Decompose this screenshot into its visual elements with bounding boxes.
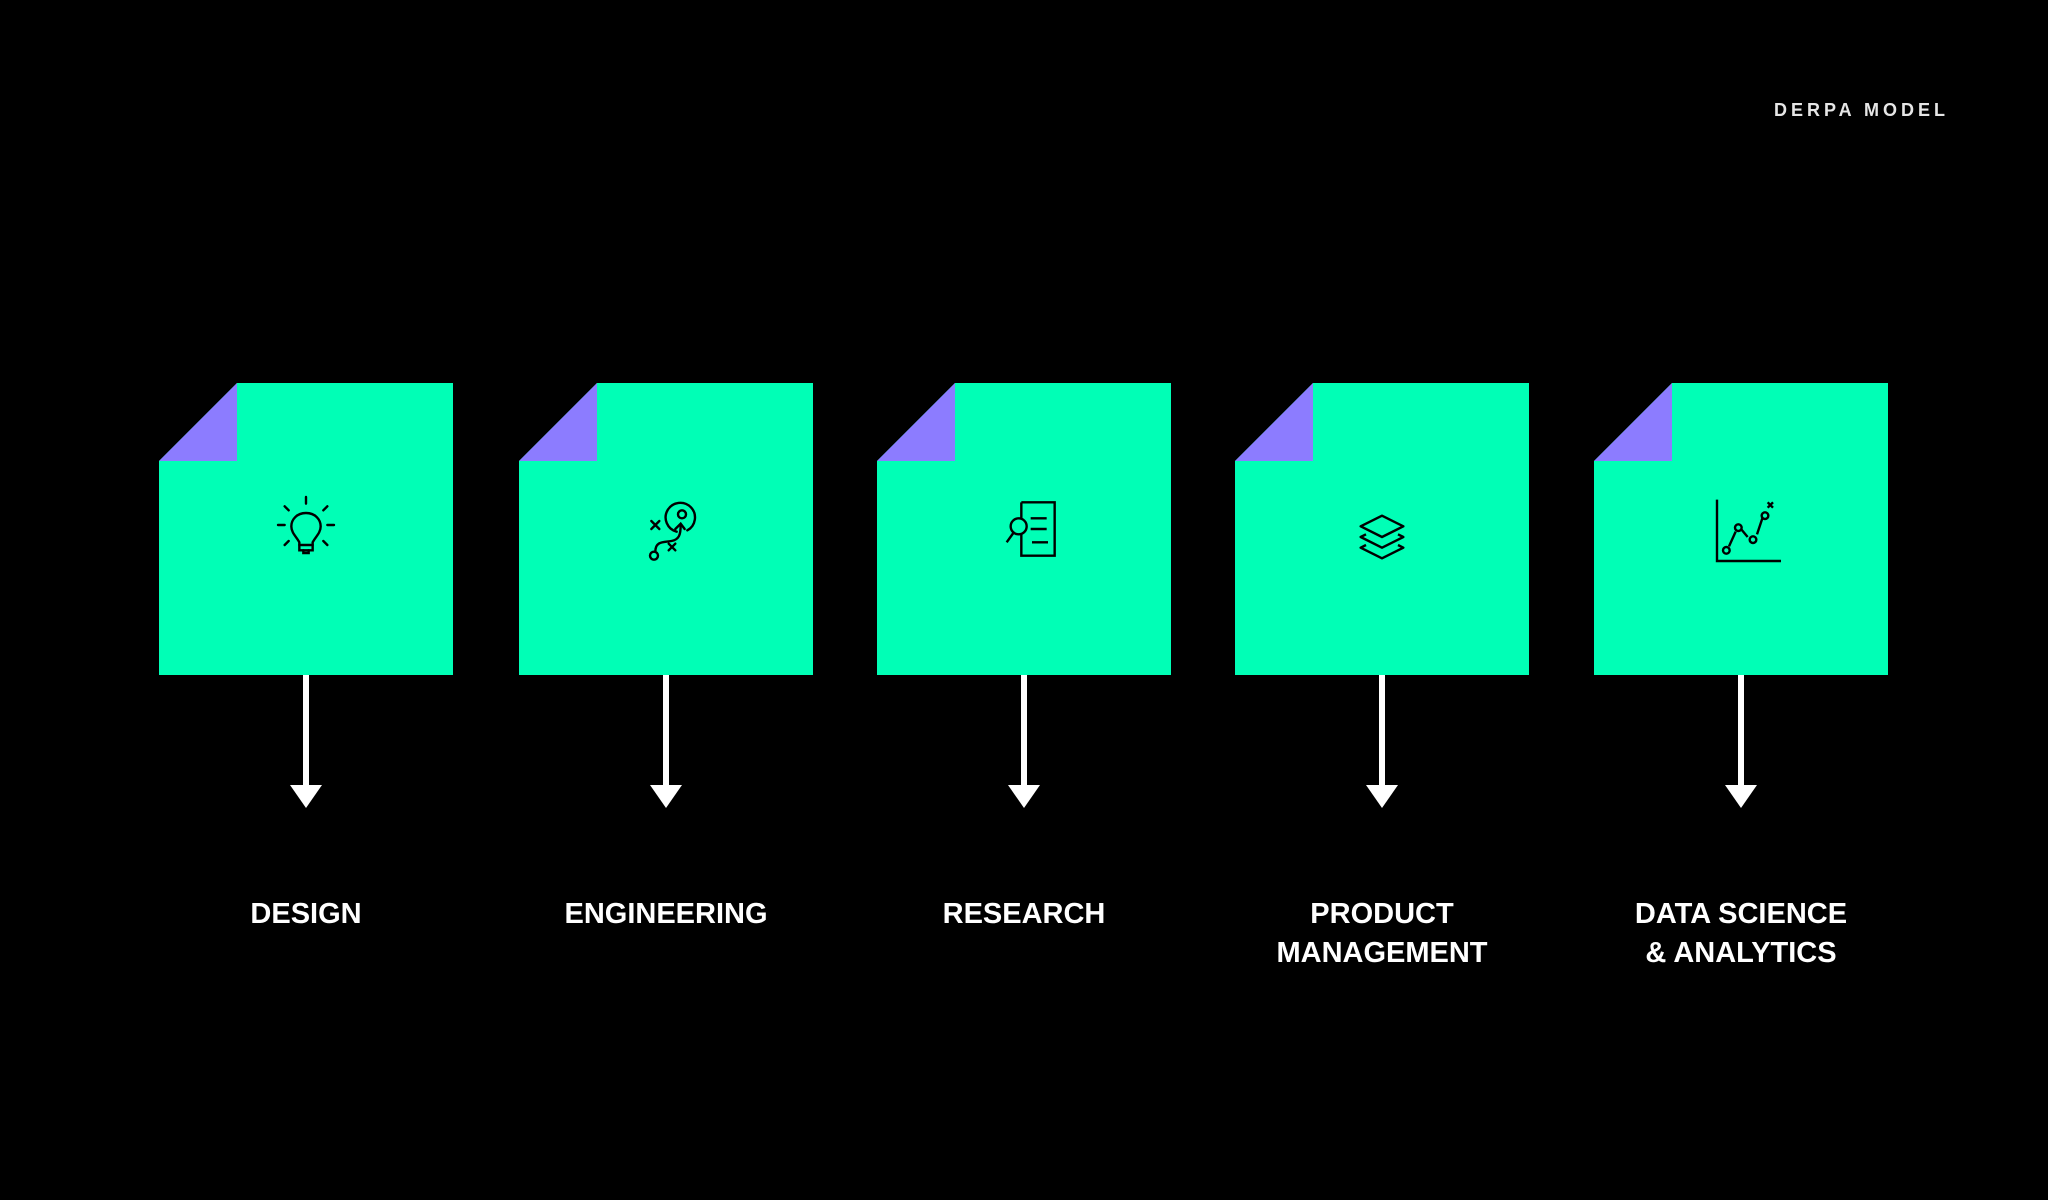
model-title: DERPA MODEL bbox=[1774, 100, 1950, 120]
label-line: RESEARCH bbox=[942, 898, 1106, 930]
label-line: MANAGEMENT bbox=[1276, 937, 1488, 969]
folded-corner bbox=[519, 383, 597, 461]
card-shape bbox=[159, 383, 453, 675]
discipline-card bbox=[1594, 383, 1888, 675]
discipline-column: ENGINEERING bbox=[519, 0, 813, 1200]
label-line: PRODUCT bbox=[1310, 898, 1454, 930]
discipline-column: DATA SCIENCE & ANALYTICS bbox=[1594, 0, 1888, 1200]
discipline-label: DESIGN bbox=[119, 895, 493, 934]
discipline-column: PRODUCT MANAGEMENT bbox=[1235, 0, 1529, 1200]
label-line: ENGINEERING bbox=[564, 898, 768, 930]
folded-corner bbox=[877, 383, 955, 461]
document-search-icon bbox=[1005, 501, 1056, 557]
arrow-down-icon bbox=[1725, 675, 1757, 808]
card-shape bbox=[877, 383, 1171, 675]
label-line: DATA SCIENCE bbox=[1634, 898, 1848, 930]
arrow-down-icon bbox=[1008, 675, 1040, 808]
discipline-label: RESEARCH bbox=[837, 895, 1211, 934]
arrow-down-icon bbox=[290, 675, 322, 808]
arrow-down-icon bbox=[1366, 675, 1398, 808]
discipline-card bbox=[877, 383, 1171, 675]
strategy-play-icon bbox=[648, 501, 697, 561]
label-line: & ANALYTICS bbox=[1645, 937, 1837, 969]
discipline-card bbox=[159, 383, 453, 675]
card-shape bbox=[519, 383, 813, 675]
discipline-card bbox=[1235, 383, 1529, 675]
discipline-label: DATA SCIENCE & ANALYTICS bbox=[1554, 895, 1928, 973]
layers-icon bbox=[1359, 514, 1405, 560]
folded-corner bbox=[159, 383, 237, 461]
lightbulb-icon bbox=[276, 495, 336, 555]
discipline-column: RESEARCH bbox=[877, 0, 1171, 1200]
arrow-down-icon bbox=[650, 675, 682, 808]
discipline-label: PRODUCT MANAGEMENT bbox=[1195, 895, 1569, 973]
discipline-card bbox=[519, 383, 813, 675]
label-line: DESIGN bbox=[250, 898, 362, 930]
folded-corner bbox=[1235, 383, 1313, 461]
card-shape bbox=[1235, 383, 1529, 675]
folded-corner bbox=[1594, 383, 1672, 461]
line-chart-icon bbox=[1715, 499, 1781, 563]
discipline-column: DESIGN bbox=[159, 0, 453, 1200]
discipline-label: ENGINEERING bbox=[479, 895, 853, 934]
